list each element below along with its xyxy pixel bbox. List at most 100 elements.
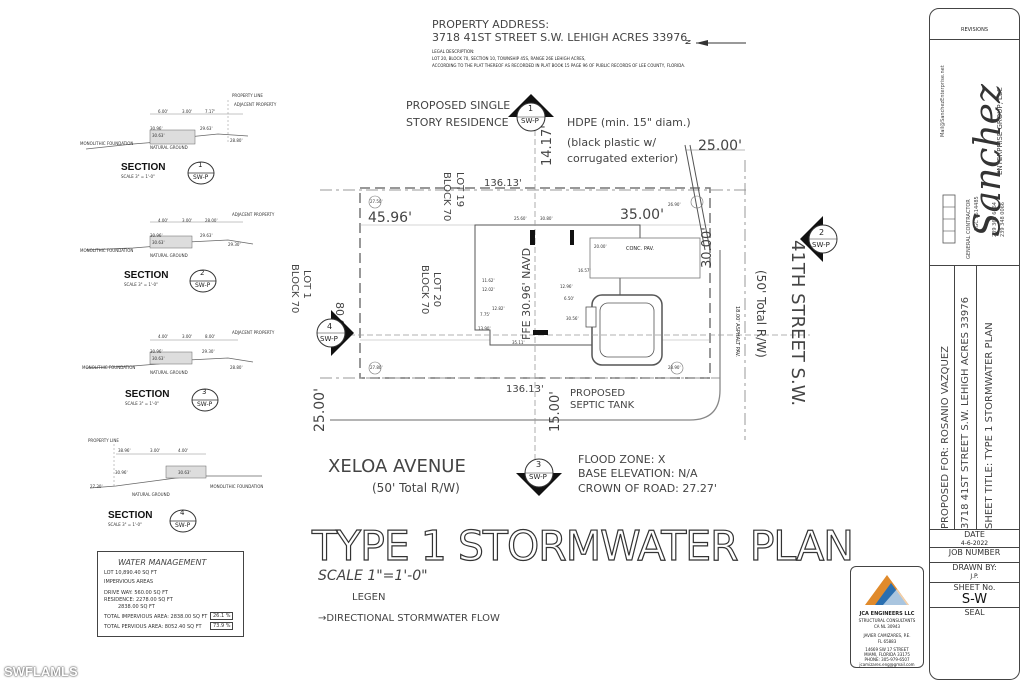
section-4-marker-icon	[169, 509, 197, 533]
dim-bottom-setback: 15.00'	[548, 391, 563, 432]
small-dim: 12.96'	[560, 284, 573, 289]
section-3-elev: 28.80'	[230, 365, 243, 370]
small-dim: 12.82'	[492, 306, 505, 311]
small-dim: 27.50'	[370, 199, 383, 204]
company-sub: ENTERPRISE GROUP, LLC	[996, 87, 1004, 175]
lot20-label: BLOCK 70	[419, 265, 430, 315]
section-1-label: ADJACENT PROPERTY	[234, 102, 277, 107]
proposed-residence-label: STORY RESIDENCE	[406, 116, 509, 129]
section-2-dim: 4.00'	[158, 218, 169, 223]
phone2-label: 239 348 0066	[1000, 202, 1006, 237]
section-3-marker-icon	[191, 388, 219, 412]
dim-right-top: 35.00'	[620, 207, 664, 223]
legend-item: →DIRECTIONAL STORMWATER FLOW	[318, 613, 500, 624]
section-3-number: 3	[202, 388, 207, 396]
section-3-label: NATURAL GROUND	[150, 370, 188, 375]
dim-road-left: 25.00'	[312, 388, 328, 432]
section-3-elev: 30.63'	[152, 356, 165, 361]
section-4-title: SECTION	[108, 510, 153, 521]
seal-label: SEAL	[930, 607, 1019, 620]
scale-label: SCALE 1"=1'-0"	[318, 568, 428, 584]
section-2-label: MONOLITHIC FOUNDATION	[80, 248, 134, 253]
section-4-elev: 30.63'	[178, 470, 191, 475]
section-2-elev: 29.30'	[228, 242, 241, 247]
small-dim: 12.02'	[482, 287, 495, 292]
wm-total-impervious-pct: 26.1 %	[210, 612, 234, 620]
engineer-stamp: JCA ENGINEERS LLC STRUCTURAL CONSULTANTS…	[850, 566, 924, 668]
sheet-number: S-W	[961, 592, 988, 607]
title-block-address: 3718 41ST STREET S.W. LEHIGH ACRES 33976	[960, 297, 971, 529]
section-marker-3-icon	[516, 458, 562, 496]
engineer-name: JCA ENGINEERS LLC	[859, 611, 915, 617]
general-contractor-label: GENERAL CONTRACTOR	[966, 199, 972, 259]
section-marker-1-icon	[508, 94, 554, 132]
xeloa-rw-label: (50' Total R/W)	[372, 481, 460, 495]
north-label: N	[684, 39, 693, 45]
section-marker-4-number: 4	[327, 322, 333, 331]
building-logo-icon	[942, 194, 956, 244]
water-management-table: WATER MANAGEMENT LOT 10,890.40 SQ FT IMP…	[97, 551, 244, 637]
engineer-phone: PHONE: 305-979-6507	[864, 657, 910, 662]
section-3-ref: SW-P	[197, 401, 213, 408]
address-label: PROPERTY ADDRESS:	[432, 18, 550, 31]
section-3-scale: SCALE 3" = 1'-0"	[125, 401, 159, 406]
section-1-ref: SW-P	[193, 174, 209, 181]
lot19-label: BLOCK 70	[441, 172, 452, 222]
engineer-sub: STRUCTURAL CONSULTANTS	[858, 618, 916, 623]
section-2-label: ADJACENT PROPERTY	[232, 212, 275, 217]
hdpe-label: (black plastic w/	[567, 136, 657, 149]
small-dim: 25.60'	[514, 216, 527, 221]
legend-label: LEGEN	[352, 592, 386, 603]
section-4-label: PROPERTY LINE	[88, 438, 119, 443]
small-dim: 7.75'	[480, 312, 491, 317]
section-2-dim: 3.00'	[182, 218, 193, 223]
section-marker-4-ref: SW-P	[320, 335, 338, 343]
dim-bottom: 136.13'	[506, 384, 544, 395]
property-address: 3718 41ST STREET S.W. LEHIGH ACRES 33976	[432, 31, 688, 44]
lot19-label: LOT 19	[454, 172, 465, 208]
section-3-elev: 29.30'	[202, 349, 215, 354]
legal-text-1: LOT 20, BLOCK 70, SECTION 10, TOWNSHIP 4…	[432, 56, 586, 61]
conc-pav-label: CONC. PAV.	[626, 246, 654, 252]
wm-total-pervious-pct: 73.9 %	[210, 622, 234, 630]
section-marker-3-ref: SW-P	[529, 473, 547, 481]
section-2-ref: SW-P	[195, 282, 211, 289]
sheet-title: TYPE 1 STORMWATER PLAN	[311, 521, 854, 570]
engineer-address2: MIAMI, FLORIDA 33175	[864, 652, 910, 657]
flood-zone-label: FLOOD ZONE: X	[578, 453, 666, 466]
asphalt-label: 18.00' ASPHALT PAV.	[734, 306, 740, 357]
jca-logo-icon	[865, 575, 909, 605]
date-label: DATE	[930, 529, 1019, 542]
section-1-label: MONOLITHIC FOUNDATION	[80, 141, 134, 146]
section-1-dim: 6.00'	[158, 109, 169, 114]
section-1-dim: 7.17'	[205, 109, 216, 114]
section-3-dim: 3.00'	[182, 334, 193, 339]
job-number-label: JOB NUMBER	[930, 547, 1019, 560]
section-3-dim: 4.00'	[158, 334, 169, 339]
section-2-elev: 30.96'	[150, 233, 163, 238]
engineer-address1: 14669 SW 17 STREET	[865, 647, 909, 652]
small-dim: 30.80'	[540, 216, 553, 221]
engineer-ca: CA NL 30943	[873, 624, 901, 629]
date-value: 4-6-2022	[960, 540, 989, 547]
section-3-elev: 30.96'	[150, 349, 163, 354]
section-2-marker-icon	[189, 269, 217, 293]
section-4-label: MONOLITHIC FOUNDATION	[210, 484, 264, 489]
section-1-label: NATURAL GROUND	[150, 145, 188, 150]
small-dim: 16.57'	[578, 268, 591, 273]
sheet-no-label: SHEET No.	[930, 582, 1019, 595]
drawn-by-label: DRAWN BY:	[930, 562, 1019, 575]
septic-label: SEPTIC TANK	[570, 400, 635, 411]
small-dim: 11.62'	[482, 278, 495, 283]
section-3-dim: 8.00'	[205, 334, 216, 339]
dim-road-right: 25.00'	[698, 138, 742, 154]
water-management-title: WATER MANAGEMENT	[118, 558, 207, 567]
section-3-drawing	[85, 339, 254, 369]
legal-label: LEGAL DESCRIPTION:	[432, 49, 475, 54]
section-marker-4-icon	[316, 310, 354, 356]
section-2-drawing	[85, 221, 254, 251]
north-arrow-icon	[696, 40, 746, 46]
section-1-marker-icon	[187, 161, 215, 185]
watermark: SWFLAMLS	[4, 664, 78, 679]
section-4-elev: 27.30'	[90, 484, 103, 489]
